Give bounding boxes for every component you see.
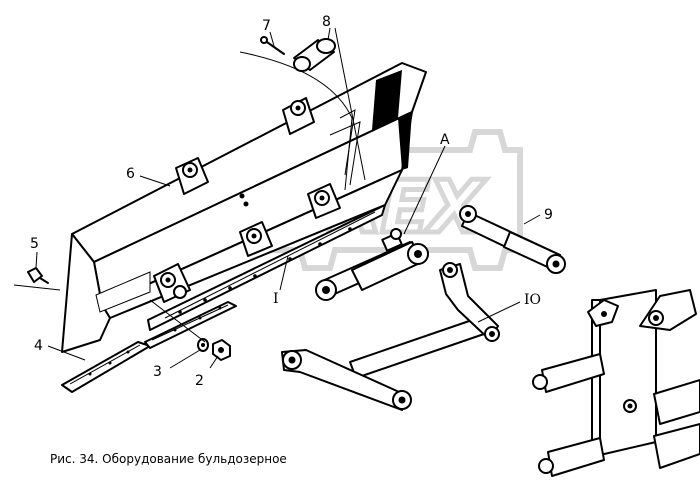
cotter-pin-part-7 (260, 36, 285, 55)
lower-bracket-left (153, 263, 191, 303)
callout-labels: 7 8 6 5 4 3 2 I A 9 IO (30, 14, 553, 389)
strut-part-9 (459, 205, 566, 274)
callout-5: 5 (30, 236, 39, 252)
callout-3: 3 (153, 364, 162, 380)
callout-I: I (273, 291, 279, 307)
callout-6: 6 (126, 166, 135, 182)
figure-caption: Рис. 34. Оборудование бульдозерное (50, 452, 287, 466)
mount-frame (532, 289, 700, 477)
blade-bolts (239, 193, 249, 207)
callout-9: 9 (544, 207, 553, 223)
callout-7: 7 (262, 18, 271, 34)
pin-part-8 (293, 38, 336, 72)
leader-lines (13, 27, 541, 369)
callout-8: 8 (322, 14, 331, 30)
callout-A: A (440, 132, 450, 148)
blade (61, 62, 427, 353)
callout-2: 2 (195, 373, 204, 389)
nut-part-2 (212, 339, 231, 361)
frame-part-10 (281, 262, 500, 411)
upper-bracket-right (282, 97, 315, 135)
lower-bracket-middle (239, 221, 273, 257)
lower-bracket-right (307, 183, 341, 219)
hydraulic-cylinder-a (315, 228, 429, 301)
callout-4: 4 (34, 338, 43, 354)
callout-10: IO (524, 292, 541, 308)
upper-bracket-left (175, 157, 209, 195)
cutting-edge-right (144, 301, 237, 349)
bolt-part-5 (27, 267, 49, 284)
washer-part-3 (197, 338, 209, 352)
cutting-edge-left (61, 341, 151, 393)
